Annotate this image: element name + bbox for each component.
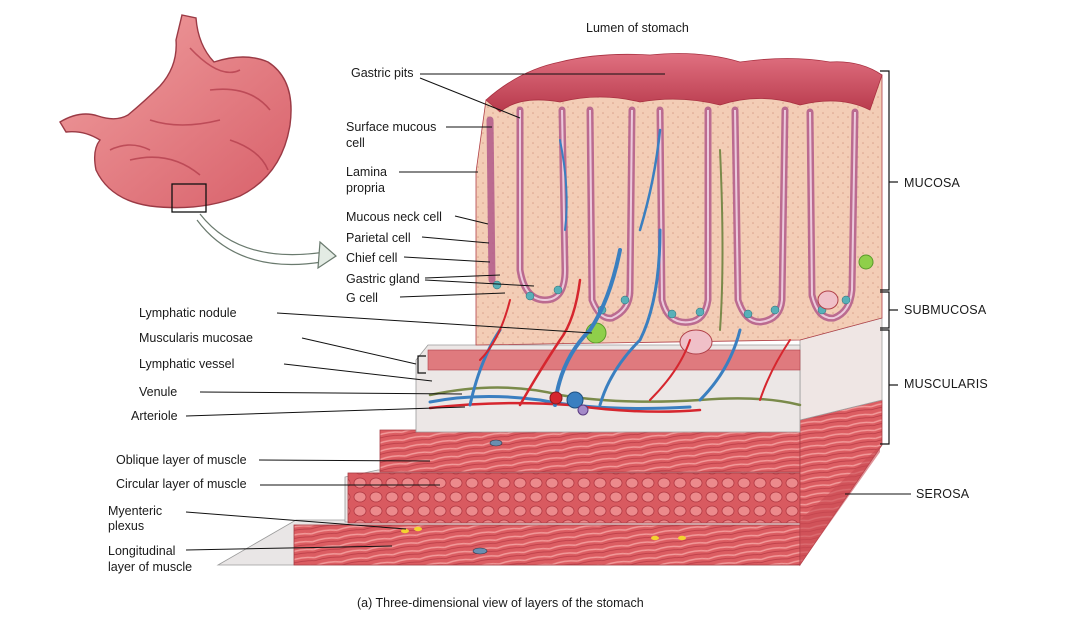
mucosa-block [475,53,883,355]
label-gastric-pits: Gastric pits [351,66,414,80]
region-serosa: SEROSA [916,487,970,501]
figure-caption: (a) Three-dimensional view of layers of … [357,596,644,610]
submucosa-layer [415,344,801,433]
leader-lines [185,73,911,551]
label-lymphatic-vessel: Lymphatic vessel [139,357,235,371]
label-surface-mucous-cell-line1: Surface mucous [346,120,437,134]
block-side-face [799,317,883,567]
region-muscularis: MUSCULARIS [904,377,988,391]
region-mucosa: MUCOSA [904,176,961,190]
label-gastric-gland: Gastric gland [346,272,420,286]
label-circular-layer: Circular layer of muscle [116,477,247,491]
label-lymphatic-nodule: Lymphatic nodule [139,306,237,320]
label-oblique-layer: Oblique layer of muscle [116,453,247,467]
label-chief-cell: Chief cell [346,251,398,265]
label-parietal-cell: Parietal cell [346,231,411,245]
circular-muscle-layer [344,469,801,524]
longitudinal-muscle-layer [216,519,801,566]
muscularis-mucosae-band [427,349,801,371]
muscularis-mucosae-bracket [417,355,426,374]
lumen-title: Lumen of stomach [586,21,689,35]
label-longitudinal-layer-line2: layer of muscle [108,560,193,574]
label-myenteric-plexus-line2: plexus [108,519,145,533]
label-muscularis-mucosae: Muscularis mucosae [139,331,253,345]
label-lamina-propria-line1: Lamina [346,165,387,179]
zoom-arrow-icon [317,240,337,270]
oblique-muscle-layer [379,429,801,473]
label-venule: Venule [139,385,178,399]
stomach-inset [59,14,337,270]
label-myenteric-plexus-line1: Myenteric [108,504,163,518]
inset-selection-box [171,183,207,213]
label-mucous-neck-cell: Mucous neck cell [346,210,442,224]
label-g-cell: G cell [346,291,378,305]
region-brackets [880,70,898,445]
label-lamina-propria-line2: propria [346,181,385,195]
label-arteriole: Arteriole [131,409,178,423]
region-submucosa: SUBMUCOSA [904,303,987,317]
label-surface-mucous-cell-line2: cell [346,136,365,150]
label-longitudinal-layer-line1: Longitudinal [108,544,176,558]
blood-vessels [428,128,802,416]
